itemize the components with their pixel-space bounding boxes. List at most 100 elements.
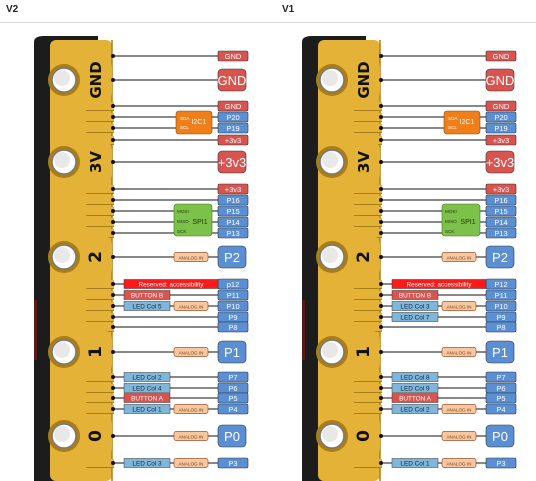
pin-label: P0 bbox=[224, 429, 240, 444]
pin-dot bbox=[379, 231, 383, 235]
pin-dot bbox=[111, 160, 115, 164]
pin-box bbox=[217, 205, 249, 217]
pin-box bbox=[217, 457, 249, 469]
pin-dot bbox=[111, 434, 115, 438]
pin-label: +3v3 bbox=[218, 155, 247, 170]
i2c-line-label: SCL bbox=[448, 125, 457, 130]
function-label: LED Col 8 bbox=[400, 375, 430, 382]
pin-box bbox=[217, 100, 249, 112]
pin-box bbox=[485, 340, 515, 364]
pin-dot bbox=[111, 255, 115, 259]
spi-line-label: SCK bbox=[177, 229, 187, 234]
header-divider bbox=[0, 22, 536, 23]
edge-finger bbox=[86, 113, 114, 121]
pin-box bbox=[217, 50, 249, 62]
pad-hole-shine bbox=[322, 70, 338, 86]
function-label: LED Col 2 bbox=[400, 407, 430, 414]
pin-box bbox=[217, 227, 249, 239]
pin-dot bbox=[379, 126, 383, 130]
pin-row-gnd: GND bbox=[379, 100, 517, 112]
analog-in-label: ANALOG IN bbox=[446, 461, 471, 466]
pin-dot bbox=[379, 187, 383, 191]
big-pad-1: 1 bbox=[316, 330, 380, 374]
function-label: BUTTON A bbox=[131, 396, 164, 403]
i2c-line-label: SDA bbox=[448, 116, 458, 121]
pin-row-p16: P16 bbox=[379, 194, 517, 206]
pin-row-p9: P9 bbox=[111, 311, 249, 323]
pin-dot bbox=[111, 293, 115, 297]
pin-row-p7: P7 LED Col 8 bbox=[379, 371, 517, 383]
function-box bbox=[123, 372, 171, 382]
pin-row-+3v3: +3v3 bbox=[111, 183, 249, 195]
pin-label: P11 bbox=[227, 291, 240, 300]
header-v2: V2 bbox=[6, 4, 19, 15]
spi-line-label: SCK bbox=[445, 229, 455, 234]
pin-row-gnd: GND bbox=[379, 68, 514, 92]
pad-hole-shine bbox=[54, 70, 70, 86]
edge-finger bbox=[86, 124, 114, 132]
pin-label: P13 bbox=[494, 229, 507, 238]
pin-label: P5 bbox=[496, 394, 505, 403]
pin-box bbox=[217, 403, 249, 415]
edge-finger bbox=[354, 384, 382, 392]
pin-label: P10 bbox=[494, 302, 507, 311]
pin-dot bbox=[379, 396, 383, 400]
pin-label: P1 bbox=[224, 345, 240, 360]
big-pad-1: 1 bbox=[48, 330, 112, 374]
analog-in-label: ANALOG IN bbox=[178, 255, 203, 260]
pin-row-+3v3: +3v3 bbox=[111, 134, 249, 146]
pad-hole-shine bbox=[54, 152, 70, 168]
spi-line-label: MOSI bbox=[445, 209, 457, 214]
edge-finger bbox=[354, 280, 382, 288]
pin-label: +3v3 bbox=[486, 155, 515, 170]
pin-label: P6 bbox=[228, 384, 237, 393]
pin-label: P14 bbox=[226, 218, 239, 227]
pad-label: 1 bbox=[354, 346, 374, 358]
pin-dot bbox=[111, 315, 115, 319]
pin-dot bbox=[379, 198, 383, 202]
pad-label: GND bbox=[87, 61, 105, 98]
function-box bbox=[123, 404, 171, 414]
pad-hole-shine bbox=[54, 247, 70, 263]
pin-dot bbox=[379, 115, 383, 119]
function-label: LED Col 2 bbox=[132, 375, 162, 382]
big-pad-2: 2 bbox=[48, 235, 112, 279]
i2c-box bbox=[443, 110, 481, 135]
analog-in-tag bbox=[173, 252, 209, 262]
function-box bbox=[391, 404, 439, 414]
edge-finger bbox=[354, 229, 382, 237]
pin-box bbox=[217, 122, 249, 134]
pad-label: 0 bbox=[86, 430, 106, 442]
function-box bbox=[123, 393, 171, 403]
function-box bbox=[391, 290, 439, 300]
pin-row-+3v3: +3v3 bbox=[379, 134, 517, 146]
pin-row-gnd: GND bbox=[111, 68, 246, 92]
pin-dot bbox=[379, 160, 383, 164]
i2c-title: I2C1 bbox=[460, 119, 475, 126]
analog-in-label: ANALOG IN bbox=[178, 461, 203, 466]
function-box bbox=[123, 290, 171, 300]
pin-label: P8 bbox=[496, 323, 505, 332]
pin-box bbox=[485, 150, 515, 174]
pin-row-p8: P8 bbox=[379, 321, 517, 333]
pad-hole-shine bbox=[54, 342, 70, 358]
analog-in-tag bbox=[441, 252, 477, 262]
pin-dot bbox=[379, 282, 383, 286]
pin-box bbox=[217, 424, 247, 448]
pin-box bbox=[217, 111, 249, 123]
pin-label: P7 bbox=[496, 373, 505, 382]
pin-dot bbox=[111, 198, 115, 202]
pin-box bbox=[217, 300, 249, 312]
pin-label: P1 bbox=[492, 345, 508, 360]
pin-label: P2 bbox=[492, 250, 508, 265]
pad-label: 3V bbox=[87, 151, 105, 173]
analog-in-label: ANALOG IN bbox=[178, 350, 203, 355]
function-label: BUTTON B bbox=[131, 293, 163, 300]
pin-row-p19: P19 bbox=[111, 122, 249, 134]
